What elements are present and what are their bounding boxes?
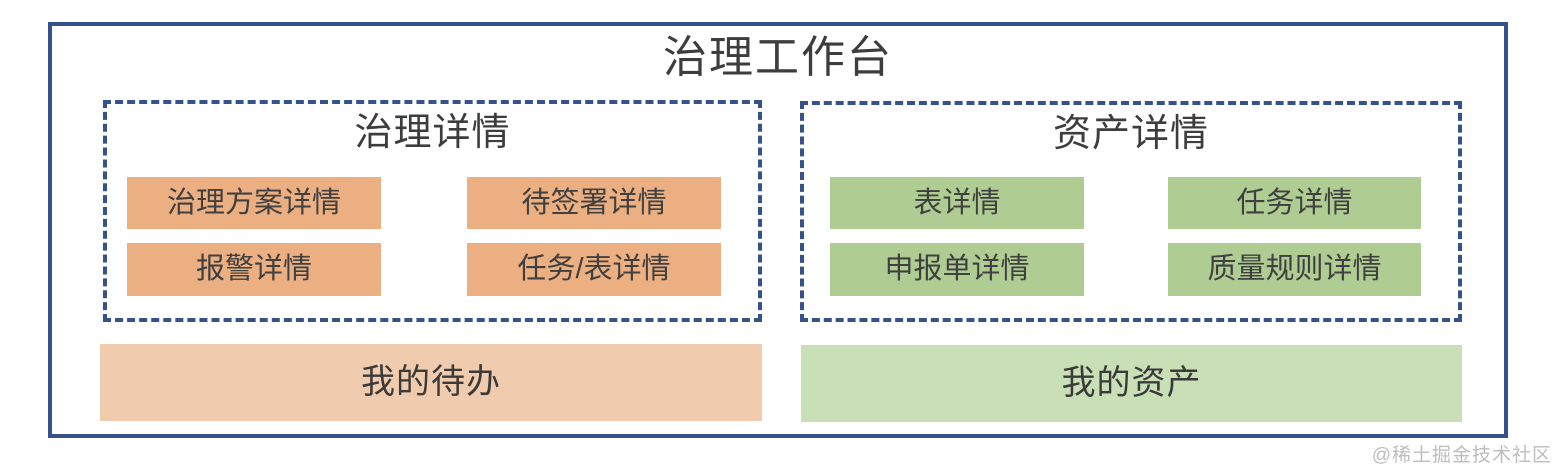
governance-detail-section (103, 100, 762, 322)
my-todo-bar: 我的待办 (100, 344, 762, 421)
table-detail-chip: 表详情 (830, 177, 1084, 229)
governance-plan-detail-chip: 治理方案详情 (127, 177, 381, 229)
task-detail-chip: 任务详情 (1168, 177, 1421, 229)
workbench-title: 治理工作台 (663, 33, 893, 82)
task-table-detail-chip: 任务/表详情 (467, 243, 721, 296)
workbench-frame (48, 22, 1508, 438)
governance-detail-title: 治理详情 (354, 112, 511, 154)
alarm-detail-chip: 报警详情 (127, 243, 381, 296)
declaration-form-detail-chip: 申报单详情 (830, 243, 1084, 296)
asset-detail-section (800, 101, 1462, 322)
quality-rule-detail-chip: 质量规则详情 (1168, 243, 1421, 296)
to-sign-detail-chip: 待签署详情 (467, 177, 721, 229)
my-assets-bar: 我的资产 (801, 345, 1462, 422)
asset-detail-title: 资产详情 (1052, 113, 1209, 155)
watermark: @稀土掘金技术社区 (1371, 445, 1552, 466)
